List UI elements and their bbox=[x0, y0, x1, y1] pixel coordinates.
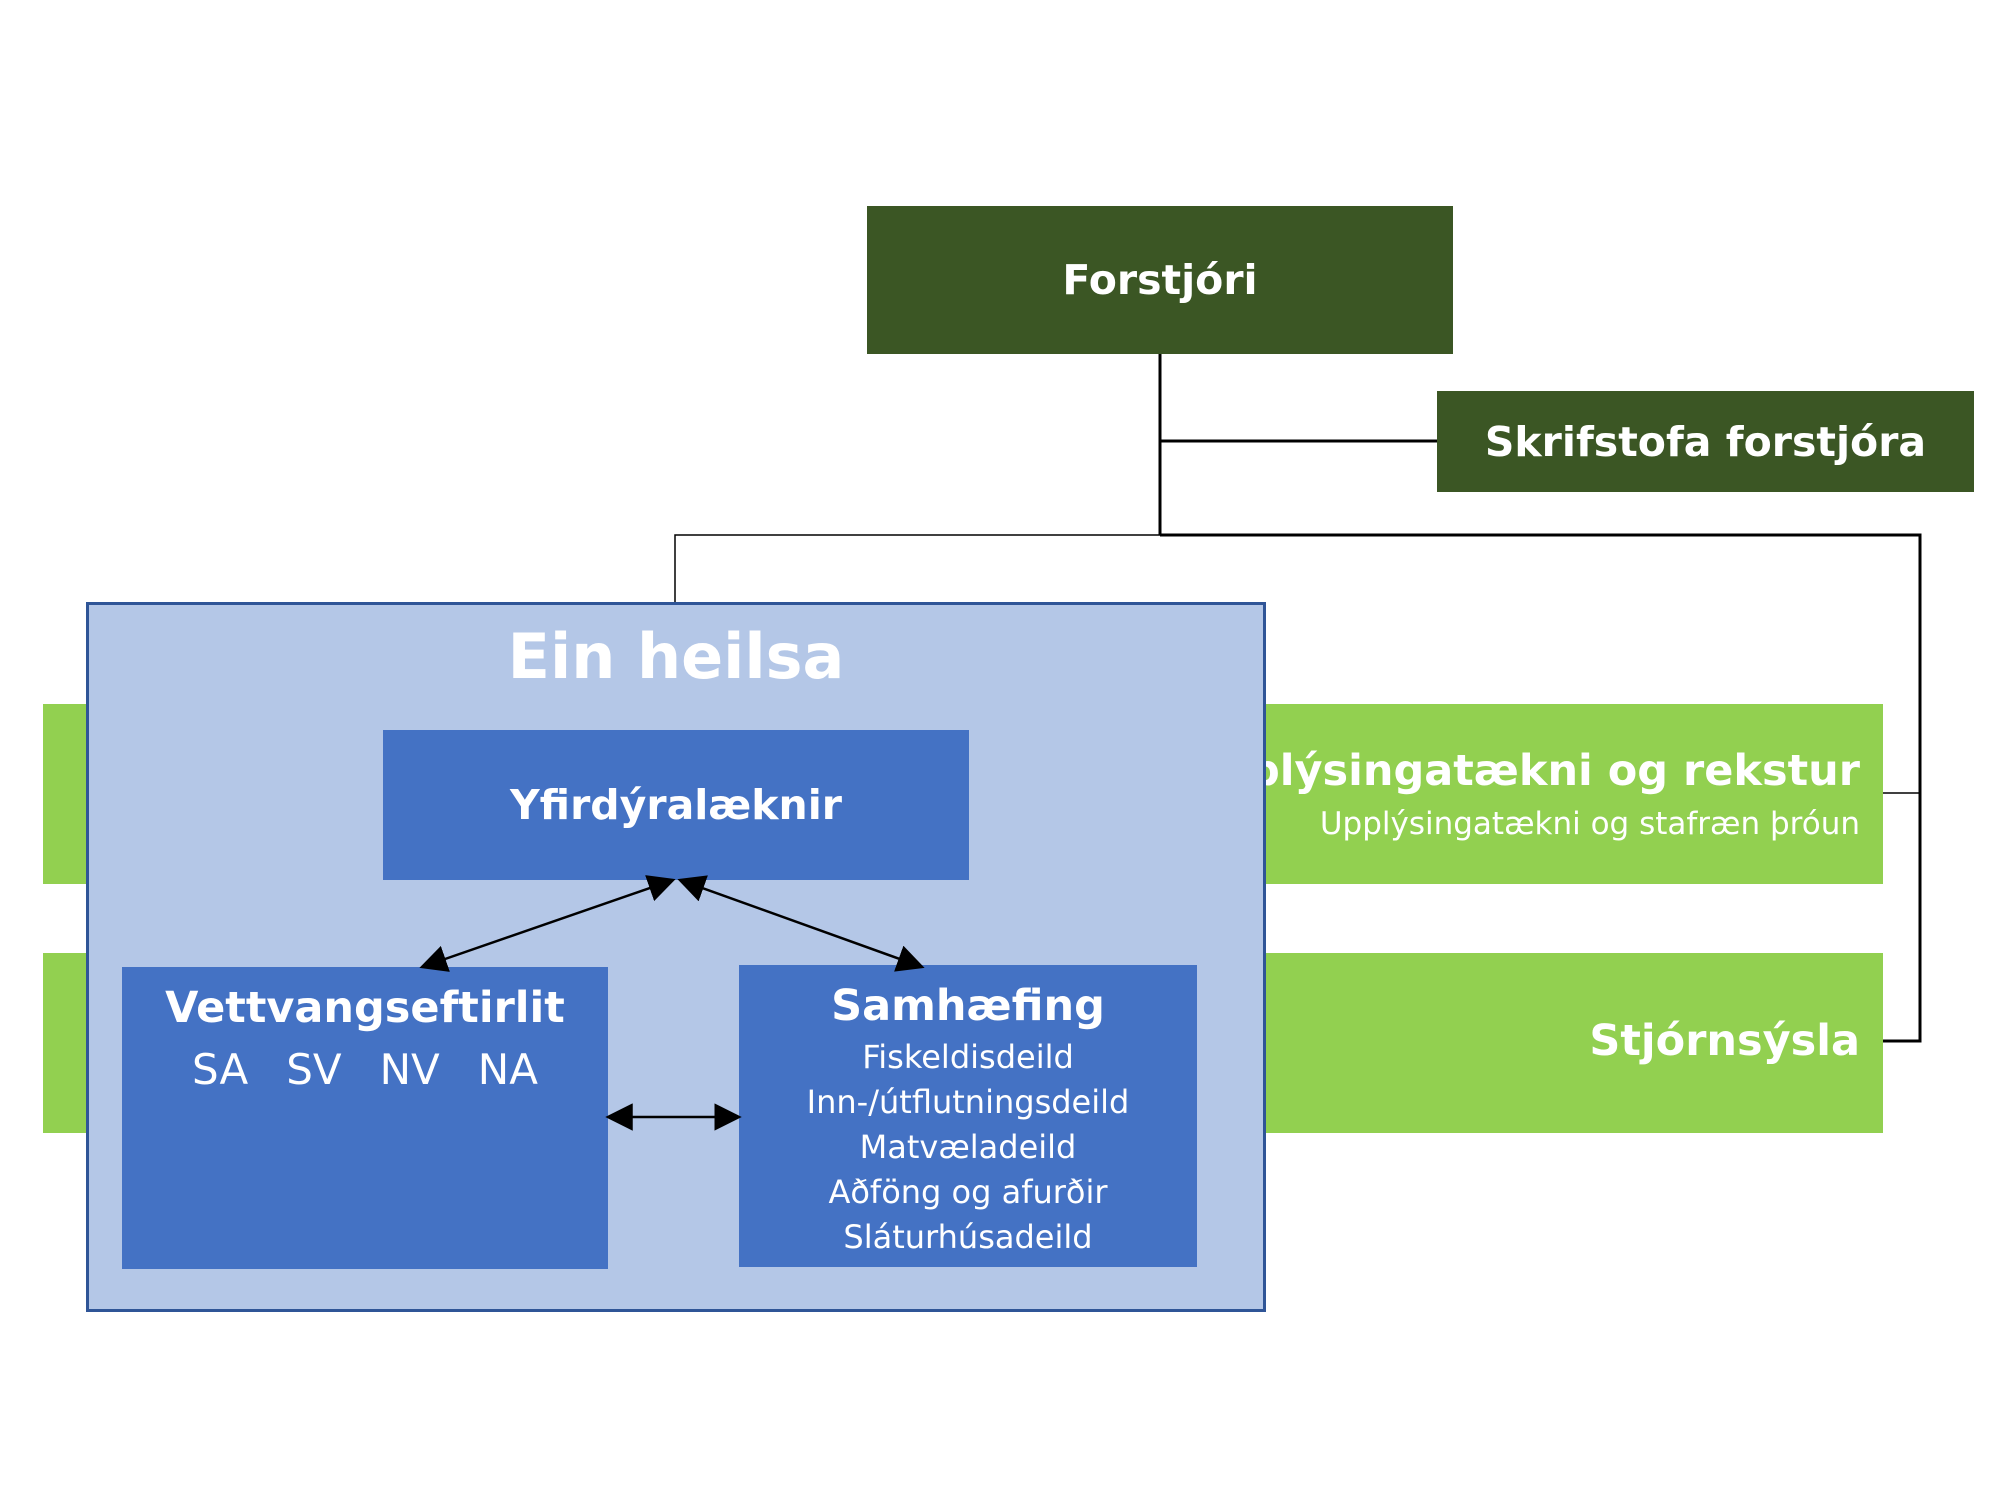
samhaefing-item: Sláturhúsadeild bbox=[843, 1218, 1093, 1256]
vettvangseftirlit-regions: SA SV NV NA bbox=[122, 1045, 608, 1094]
region-nv: NV bbox=[379, 1045, 440, 1094]
arrow-yfirdyr-samhaefing bbox=[677, 875, 925, 972]
vettvangseftirlit-title: Vettvangseftirlit bbox=[165, 983, 565, 1033]
forstjori-label: Forstjóri bbox=[1062, 256, 1258, 304]
stjornsysla-label: Stjórnsýsla bbox=[1589, 1016, 1860, 1066]
region-na: NA bbox=[477, 1045, 538, 1094]
line-right-branch bbox=[1160, 533, 1922, 1043]
region-sa: SA bbox=[192, 1045, 249, 1094]
vettvangseftirlit-box: Vettvangseftirlit SA SV NV NA bbox=[122, 967, 608, 1269]
region-sv: SV bbox=[286, 1045, 342, 1094]
samhaefing-box: Samhæfing Fiskeldisdeild Inn-/útflutning… bbox=[739, 965, 1197, 1267]
arrow-yfirdyr-vettvang bbox=[419, 875, 676, 972]
samhaefing-item: Fiskeldisdeild bbox=[862, 1038, 1074, 1076]
samhaefing-item: Aðföng og afurðir bbox=[828, 1173, 1108, 1211]
samhaefing-item: Inn-/útflutningsdeild bbox=[806, 1083, 1130, 1121]
skrifstofa-box: Skrifstofa forstjóra bbox=[1437, 391, 1974, 492]
yfirdyralaeknir-label: Yfirdýralæknir bbox=[509, 781, 842, 829]
forstjori-box: Forstjóri bbox=[867, 206, 1453, 354]
skrifstofa-label: Skrifstofa forstjóra bbox=[1484, 417, 1927, 466]
ein-heilsa-title: Ein heilsa bbox=[507, 620, 845, 693]
upplysingataekni-title: Upplýsingatækni og rekstur bbox=[1183, 746, 1860, 796]
line-to-ein-heilsa bbox=[674, 534, 1160, 602]
samhaefing-title: Samhæfing bbox=[831, 981, 1105, 1031]
yfirdyralaeknir-box: Yfirdýralæknir bbox=[383, 730, 969, 880]
samhaefing-item: Matvæladeild bbox=[859, 1128, 1077, 1166]
upplysingataekni-subtitle: Upplýsingatækni og stafræn þróun bbox=[1319, 806, 1860, 842]
